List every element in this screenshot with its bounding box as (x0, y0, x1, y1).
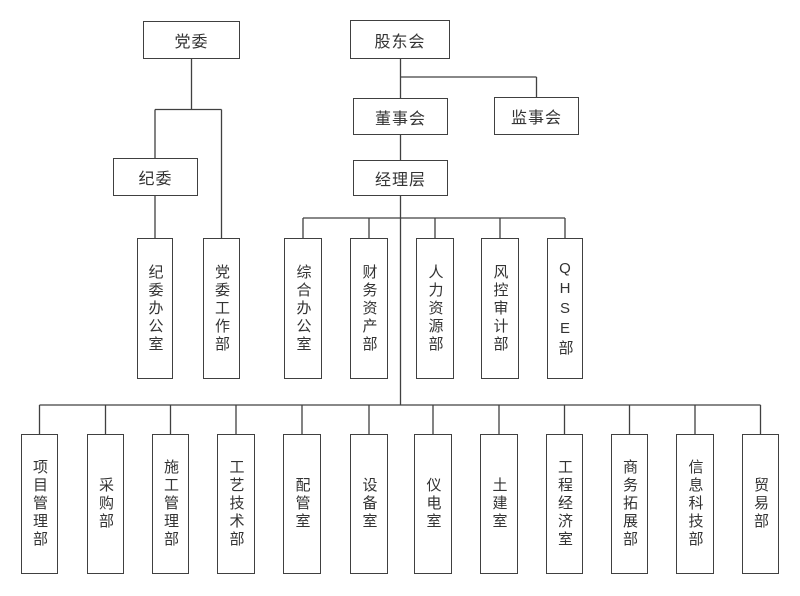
node-label: 土建室 (490, 477, 508, 531)
node-equipment-office: 设备室 (350, 434, 388, 574)
node-label: 施工管理部 (162, 459, 179, 549)
node-trade-dept: 贸易部 (742, 434, 779, 574)
node-party-work-dept: 党委工作部 (203, 238, 240, 379)
node-board-of-directors: 董事会 (353, 98, 448, 135)
node-label: 财务资产部 (360, 263, 378, 354)
node-label: 项目管理部 (31, 459, 48, 549)
node-label: 贸易部 (752, 477, 769, 531)
node-general-office: 综合办公室 (284, 238, 322, 379)
node-qhse-dept: QHSE部 (547, 238, 583, 379)
node-label: 工程经济室 (556, 459, 573, 549)
node-label: 董事会 (374, 110, 426, 128)
node-management-team: 经理层 (353, 160, 448, 196)
node-civil-office: 土建室 (480, 434, 518, 574)
node-instrument-electric-office: 仪电室 (414, 434, 452, 574)
node-hr-dept: 人力资源部 (416, 238, 454, 379)
node-label: 纪委 (138, 171, 173, 188)
node-label: 党委工作部 (213, 263, 230, 354)
node-discipline-office: 纪委办公室 (137, 238, 173, 379)
node-label: 工艺技术部 (227, 459, 245, 549)
node-label: 设备室 (360, 477, 378, 531)
node-label: QHSE部 (556, 259, 574, 358)
node-label: 配管室 (293, 477, 311, 531)
node-label: 人力资源部 (426, 263, 444, 354)
node-label: 采购部 (97, 477, 114, 531)
node-procurement-dept: 采购部 (87, 434, 124, 574)
node-board-of-supervisors: 监事会 (494, 97, 579, 135)
node-project-mgmt-dept: 项目管理部 (21, 434, 58, 574)
node-finance-asset-dept: 财务资产部 (350, 238, 388, 379)
node-label: 纪委办公室 (146, 263, 164, 354)
node-label: 党委 (174, 34, 209, 51)
node-label: 信息科技部 (686, 459, 704, 549)
node-business-dev-dept: 商务拓展部 (611, 434, 648, 574)
node-piping-office: 配管室 (283, 434, 321, 574)
node-party-committee: 党委 (143, 21, 240, 59)
node-construction-mgmt-dept: 施工管理部 (152, 434, 189, 574)
node-label: 商务拓展部 (621, 459, 638, 549)
node-discipline-committee: 纪委 (113, 158, 198, 196)
node-label: 综合办公室 (294, 263, 312, 354)
node-label: 股东会 (374, 33, 426, 51)
node-label: 监事会 (510, 110, 562, 127)
node-risk-audit-dept: 风控审计部 (481, 238, 519, 379)
node-label: 经理层 (374, 172, 426, 189)
node-engineering-econ-office: 工程经济室 (546, 434, 583, 574)
node-process-tech-dept: 工艺技术部 (217, 434, 255, 574)
node-info-tech-dept: 信息科技部 (676, 434, 714, 574)
node-label: 风控审计部 (491, 263, 509, 354)
node-label: 仪电室 (424, 477, 442, 531)
node-shareholders-meeting: 股东会 (350, 20, 450, 59)
